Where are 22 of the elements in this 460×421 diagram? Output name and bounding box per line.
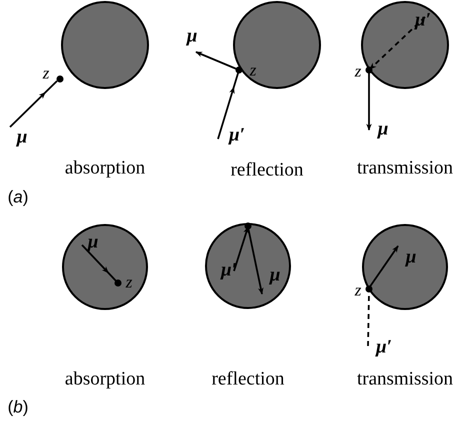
point-label: z <box>250 62 256 78</box>
vector-symbol: μ <box>378 120 388 138</box>
vector-symbol: μ <box>16 128 28 146</box>
point-label: z <box>354 62 362 80</box>
panel-label: (b) <box>8 398 28 416</box>
vector-symbol: μ′ <box>221 260 237 280</box>
vector-symbol: μ′ <box>229 126 245 144</box>
process-caption: absorption <box>64 158 146 178</box>
vector-symbol: μ <box>270 266 280 284</box>
point-label: z <box>42 64 50 82</box>
panel-label: (a) <box>8 188 28 206</box>
process-caption: transmission <box>356 370 454 388</box>
vector-symbol: μ <box>406 248 416 266</box>
vector-symbol: μ′ <box>376 338 392 356</box>
vector-symbol: μ <box>186 26 198 46</box>
process-caption: reflection <box>230 160 304 180</box>
point-label: z <box>354 282 362 298</box>
process-caption: reflection <box>212 370 284 388</box>
process-caption: absorption <box>64 370 146 388</box>
vector-symbol: μ <box>88 232 98 252</box>
process-caption: transmission <box>356 158 454 178</box>
point-label: z <box>126 274 132 290</box>
